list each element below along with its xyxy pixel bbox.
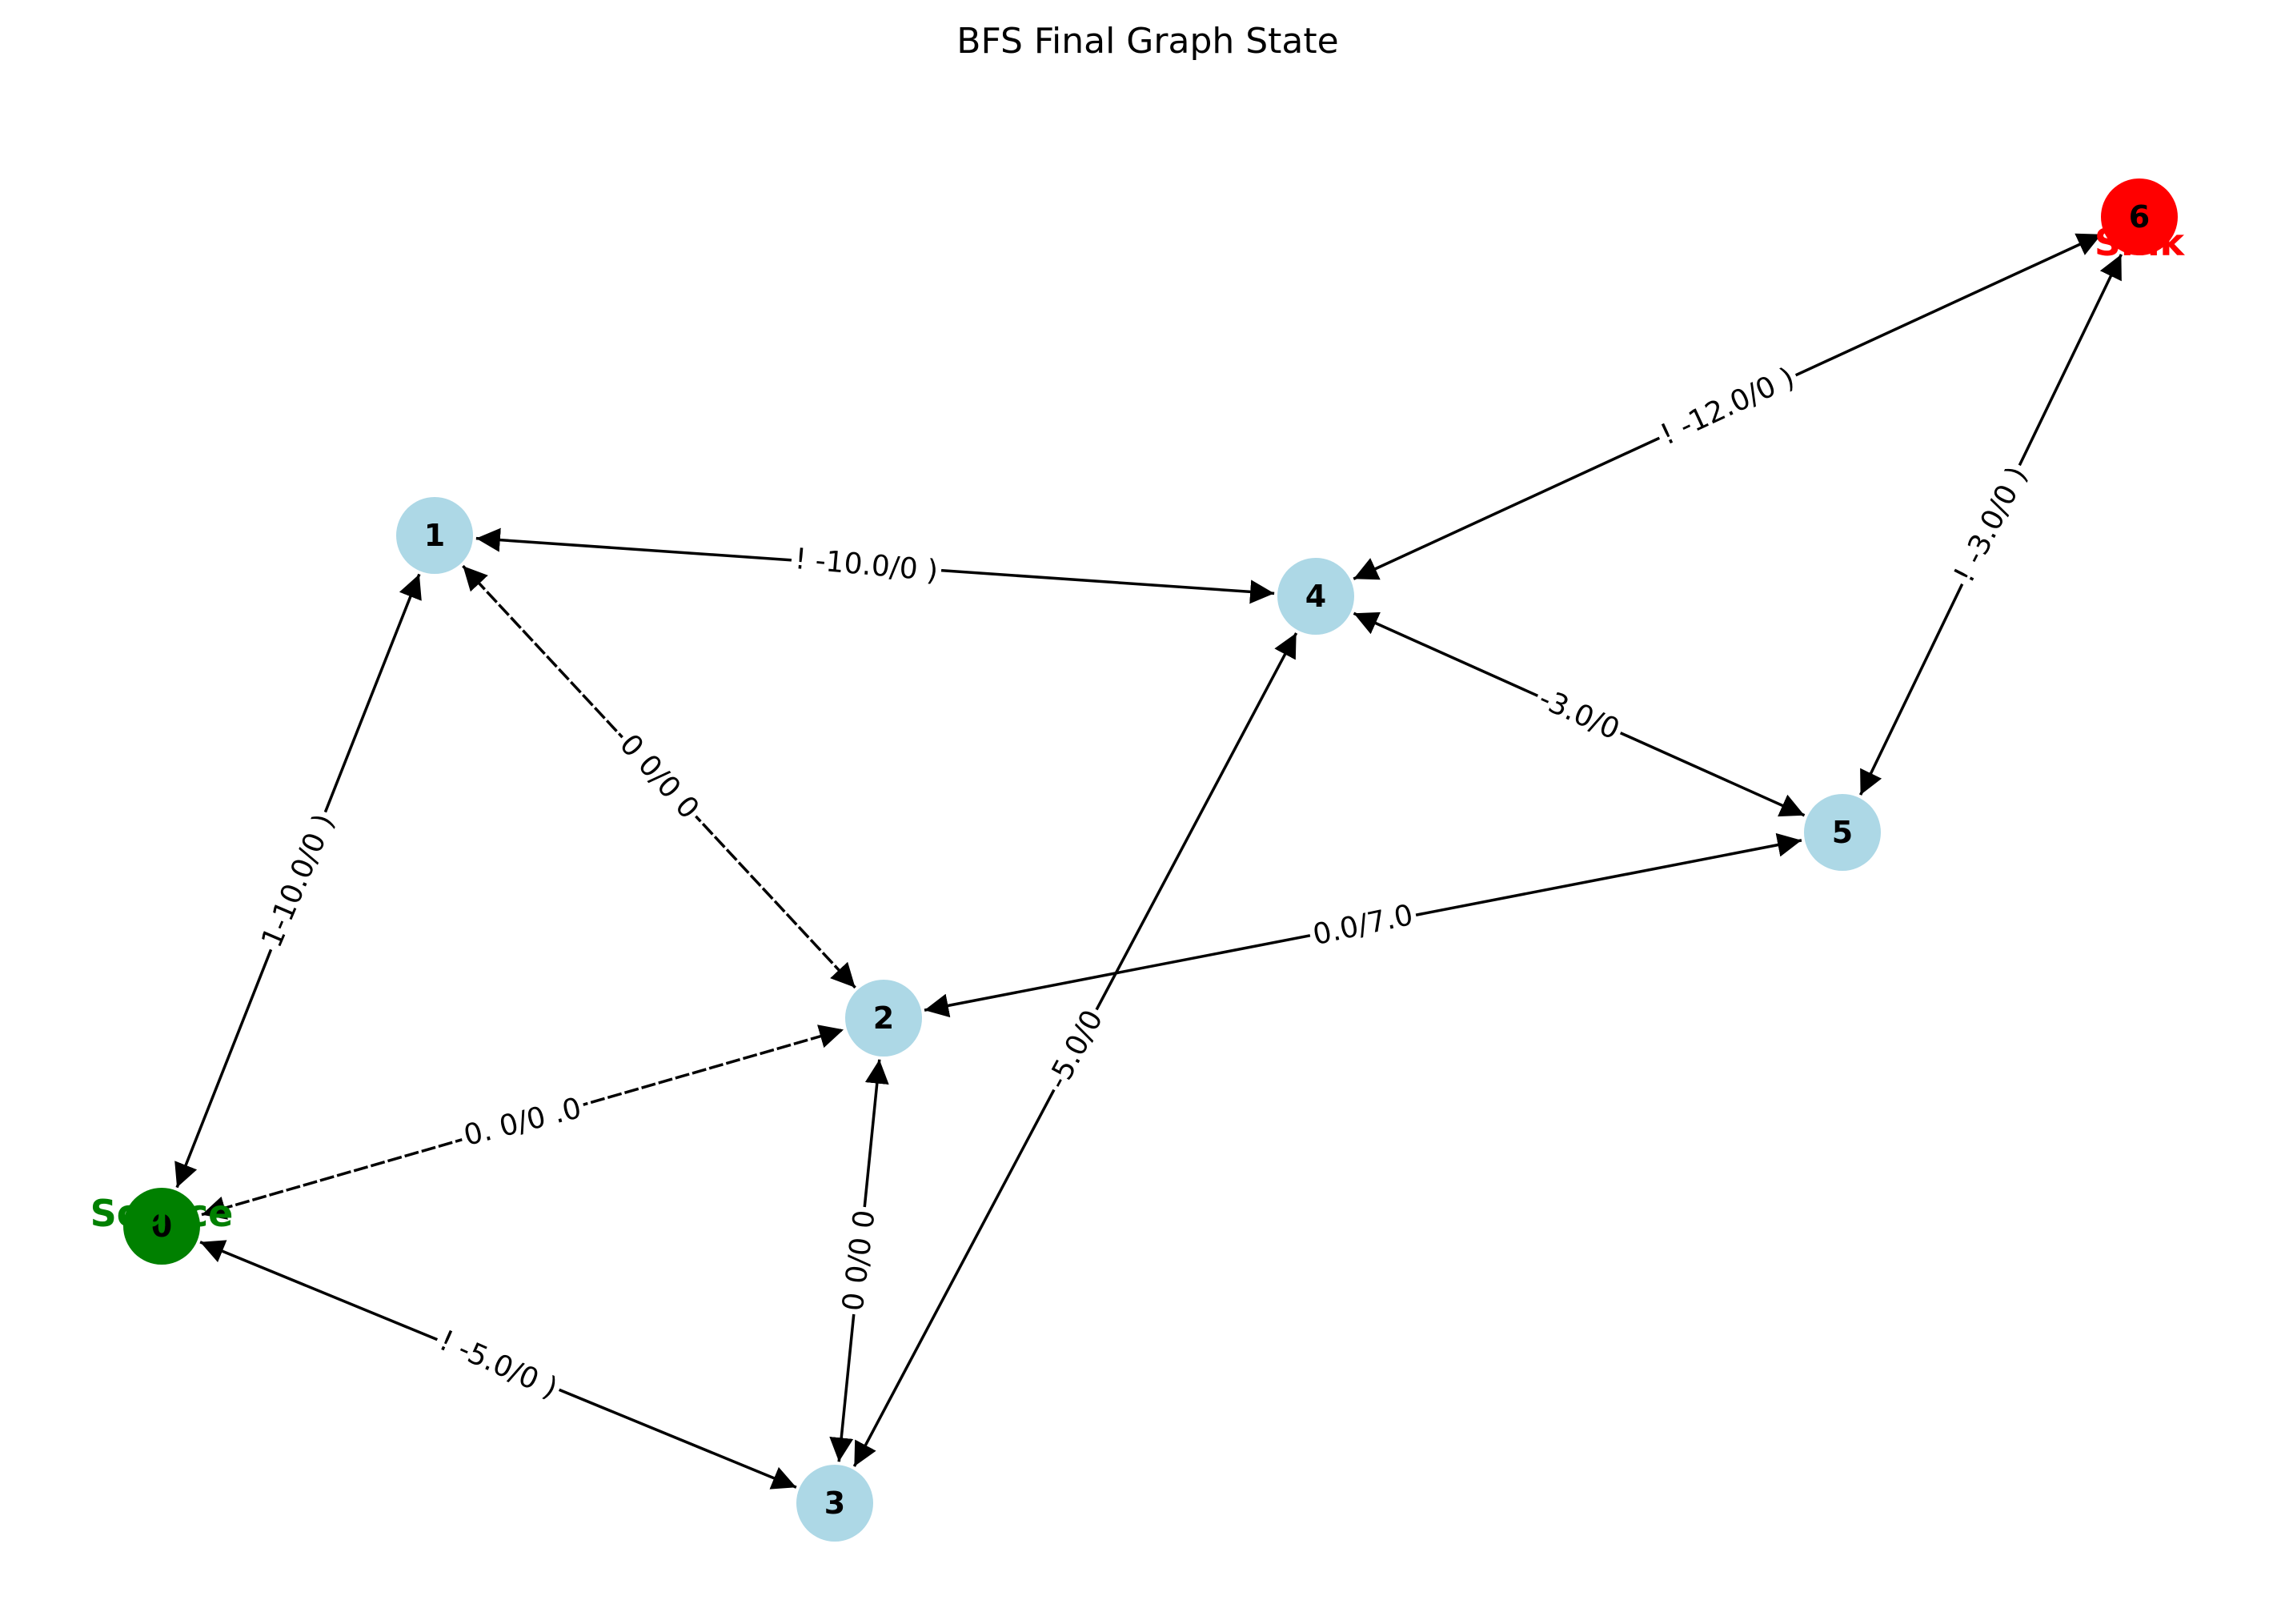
- edge-label-5-6: ! -3.0/0 ): [1948, 461, 2034, 587]
- node-label-6: 6: [2129, 199, 2150, 235]
- edge-label-4-6: ! -12.0/0 ): [1655, 361, 1799, 451]
- node-label-0: 0: [151, 1209, 172, 1244]
- edge-label-bg-5-6: [1945, 457, 2037, 592]
- node-1: [396, 497, 473, 574]
- edge-label-0-2: 0. 0/0 .0: [460, 1092, 584, 1153]
- edge-label-0-3: ! -5.0/0 ): [435, 1324, 563, 1405]
- edge-label-bg-4-5: [1530, 679, 1628, 750]
- node-label-1: 1: [424, 518, 445, 553]
- edge-label-group-2-3: 0 0/0 0: [834, 1205, 884, 1317]
- node-label-2: 2: [873, 1000, 894, 1036]
- node-label-5: 5: [1832, 815, 1853, 850]
- edge-label-4-5: -3.0/0: [1534, 682, 1625, 746]
- edge-label-2-5: 0.0/7.0: [1310, 899, 1416, 952]
- edge-label-bg-1-4: [790, 540, 943, 590]
- node-label-3: 3: [824, 1486, 845, 1521]
- edge-label-group-3-4: -5.0/0: [1038, 1000, 1112, 1099]
- edge-label-bg-3-4: [1038, 1000, 1112, 1099]
- node-5: [1804, 794, 1881, 871]
- edge-label-group-2-5: 0.0/7.0: [1306, 896, 1420, 955]
- node-4: [1277, 558, 1354, 635]
- edge-label-bg-0-3: [431, 1321, 566, 1409]
- edge-label-1-2: 0 0/0 0: [613, 728, 705, 826]
- edge-label-bg-1-2: [609, 724, 709, 829]
- node-0: [123, 1188, 200, 1265]
- source-role-label: Source: [90, 1192, 234, 1235]
- chart-title: BFS Final Graph State: [956, 21, 1338, 62]
- node-label-4: 4: [1305, 579, 1326, 614]
- edge-label-2-3: 0 0/0 0: [836, 1209, 881, 1313]
- edge-label-group-5-6: ! -3.0/0 ): [1945, 457, 2037, 592]
- edge-label-3-4: -5.0/0: [1041, 1004, 1110, 1094]
- edge-label-bg-2-3: [834, 1205, 884, 1317]
- sink-role-label: Sink: [2095, 221, 2186, 264]
- edge-label-bg-0-2: [457, 1089, 588, 1155]
- edge-label-bg-4-6: [1652, 358, 1803, 455]
- edge-label-group-0-2: 0. 0/0 .0: [457, 1089, 588, 1155]
- edge-label-group-4-5: -3.0/0: [1530, 679, 1628, 750]
- edge-label-group-1-2: 0 0/0 0: [609, 724, 709, 829]
- node-3: [796, 1465, 873, 1542]
- edge-label-group-1-4: ! -10.0/0 ): [790, 540, 943, 590]
- edge-label-1-4: ! -10.0/0 ): [793, 543, 939, 587]
- edge-label-0-1: 1-10.0/0 ): [255, 809, 341, 952]
- edge-label-bg-0-1: [252, 805, 344, 956]
- edge-labels-layer: 1-10.0/0 ) 0. 0/0 .0 ! -5.0/0 ) ! -10.0/0 )…: [252, 358, 2037, 1409]
- edge-label-group-4-6: ! -12.0/0 ): [1652, 358, 1803, 455]
- edge-label-group-0-1: 1-10.0/0 ): [252, 805, 344, 956]
- node-6: [2101, 178, 2178, 255]
- node-2: [845, 980, 922, 1057]
- edge-label-group-0-3: ! -5.0/0 ): [431, 1321, 566, 1409]
- edge-label-bg-2-5: [1306, 896, 1420, 955]
- edge-0-2: [201, 1025, 844, 1220]
